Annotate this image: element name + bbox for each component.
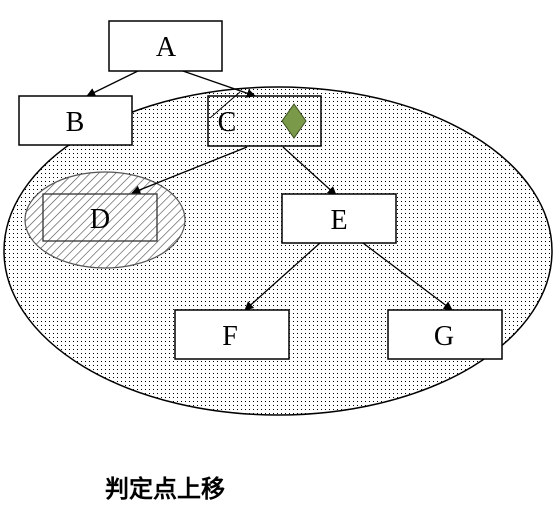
node-c: C <box>207 91 322 147</box>
node-b: B <box>18 95 133 146</box>
edge-e-f <box>244 242 321 311</box>
edge-e-g <box>362 242 453 311</box>
node-c-label: C <box>218 107 237 138</box>
node-f-label: F <box>222 321 238 352</box>
edge-a-c <box>179 69 256 98</box>
node-b-label: B <box>66 107 85 138</box>
node-d: D <box>42 193 158 242</box>
decision-point-marker <box>281 103 307 139</box>
edge-c-d <box>131 146 248 195</box>
node-g-label: G <box>434 321 454 352</box>
node-d-label: D <box>90 204 110 235</box>
decision-scope-d <box>24 171 186 269</box>
node-e: E <box>281 193 397 244</box>
node-a-label: A <box>156 32 177 63</box>
node-e-label: E <box>330 205 347 236</box>
diagram-caption: 判定点上移 <box>105 475 225 503</box>
node-f: F <box>174 309 290 360</box>
node-g: G <box>387 309 503 360</box>
edge-c-e <box>282 146 337 196</box>
edges <box>86 69 453 311</box>
node-a: A <box>108 20 223 72</box>
edge-a-b <box>86 69 141 97</box>
